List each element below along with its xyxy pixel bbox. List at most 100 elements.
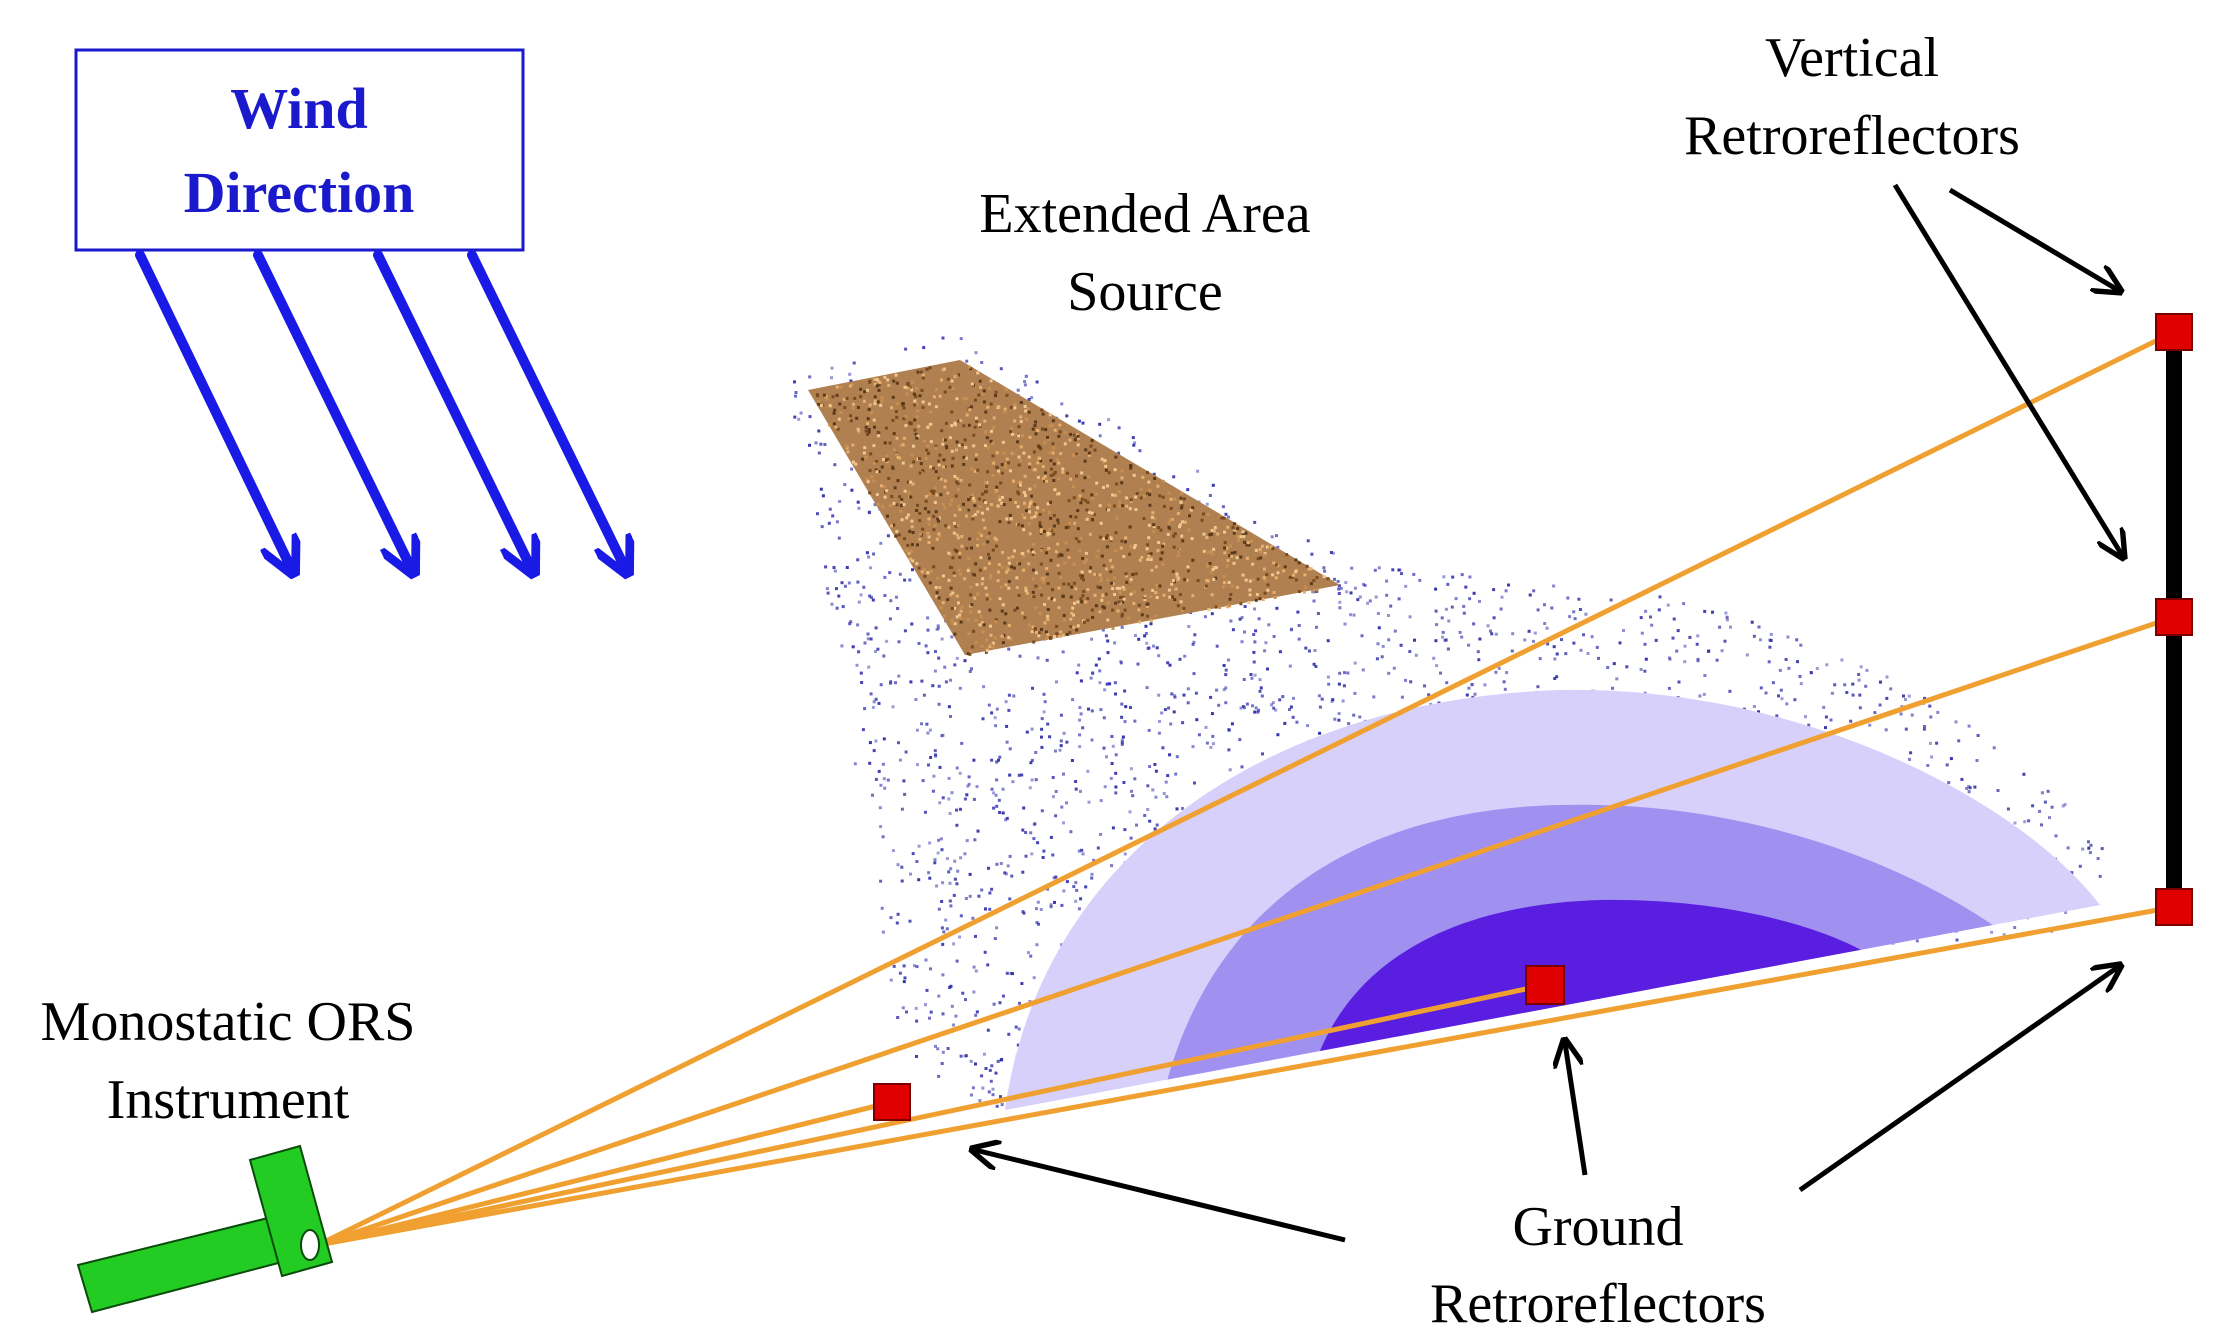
source-speckle [983, 566, 987, 570]
particle [1490, 632, 1494, 636]
particle [1041, 856, 1045, 859]
particle [1345, 590, 1349, 594]
source-speckle [1009, 405, 1013, 409]
particle [1210, 712, 1214, 716]
particle [799, 411, 803, 415]
particle [1360, 634, 1364, 638]
particle [1081, 726, 1085, 730]
particle [1167, 706, 1171, 710]
particle [1062, 889, 1066, 893]
particle [915, 1019, 919, 1023]
particle [1907, 694, 1911, 698]
source-speckle [1210, 552, 1214, 556]
particle [1668, 657, 1672, 661]
source-speckle [1022, 451, 1026, 455]
particle [1192, 640, 1196, 644]
particle [1536, 685, 1540, 689]
particle [1696, 634, 1700, 638]
source-speckle [912, 392, 916, 396]
source-speckle [1202, 549, 1206, 553]
source-speckle [1017, 455, 1021, 459]
source-speckle [1235, 585, 1239, 589]
particle [998, 755, 1002, 759]
source-speckle [1187, 528, 1191, 532]
particle [950, 635, 954, 639]
particle [1308, 649, 1311, 653]
particle [963, 797, 967, 801]
source-speckle [950, 464, 954, 468]
source-speckle [1058, 635, 1062, 638]
particle [1065, 880, 1069, 884]
particle [859, 671, 863, 675]
source-speckle [948, 502, 952, 506]
particle [1146, 784, 1150, 788]
particle [1060, 805, 1064, 809]
source-speckle [1207, 551, 1211, 554]
particle [838, 500, 842, 503]
particle [1926, 764, 1930, 767]
particle [852, 361, 856, 365]
particle [1172, 710, 1176, 714]
source-speckle [1008, 469, 1012, 473]
particle [1238, 617, 1242, 621]
source-speckle [1029, 500, 1033, 504]
source-speckle [1140, 613, 1144, 617]
particle [925, 988, 929, 992]
source-speckle [1098, 610, 1102, 614]
source-speckle [1007, 623, 1011, 627]
particle [931, 789, 935, 793]
particle [1110, 762, 1114, 765]
particle [881, 835, 885, 839]
source-speckle [1235, 556, 1239, 560]
particle [889, 978, 893, 982]
particle [1769, 639, 1773, 642]
source-speckle [1036, 461, 1040, 465]
source-speckle [1104, 567, 1108, 571]
particle [2098, 874, 2102, 878]
particle [1579, 648, 1583, 652]
source-speckle [1074, 515, 1078, 519]
particle [963, 852, 967, 856]
source-speckle [1095, 555, 1099, 559]
particle [1955, 938, 1959, 942]
source-speckle [956, 477, 960, 481]
particle [1947, 781, 1951, 785]
source-speckle [1052, 479, 1056, 482]
source-speckle [947, 551, 951, 555]
particle [980, 361, 984, 364]
particle [1040, 745, 1044, 749]
particle [964, 998, 967, 1002]
source-speckle [862, 451, 866, 455]
source-speckle [1064, 526, 1068, 530]
source-speckle [1242, 535, 1246, 539]
particle [1543, 622, 1547, 625]
particle [1815, 667, 1819, 670]
particle [1090, 738, 1094, 742]
particle [1352, 613, 1356, 617]
particle [969, 1059, 973, 1063]
source-speckle [1154, 614, 1158, 618]
source-speckle [1115, 482, 1119, 486]
source-speckle [1076, 436, 1080, 440]
particle [833, 569, 837, 573]
particle [1040, 735, 1043, 739]
particle [1250, 676, 1254, 680]
particle [1227, 728, 1231, 732]
particle [1306, 724, 1310, 728]
particle [1086, 769, 1090, 773]
source-speckle [876, 430, 880, 434]
source-speckle [1003, 410, 1007, 414]
source-speckle [1086, 500, 1090, 504]
particle [948, 812, 952, 815]
source-speckle [1309, 567, 1313, 571]
particle [1021, 870, 1025, 874]
source-speckle [1153, 477, 1157, 480]
source-speckle [883, 495, 887, 499]
source-speckle [1030, 516, 1034, 520]
source-speckle [1248, 579, 1252, 583]
particle [1858, 693, 1862, 697]
source-speckle [1232, 522, 1236, 526]
particle [883, 575, 887, 579]
particle [881, 930, 885, 934]
particle [1467, 686, 1471, 690]
